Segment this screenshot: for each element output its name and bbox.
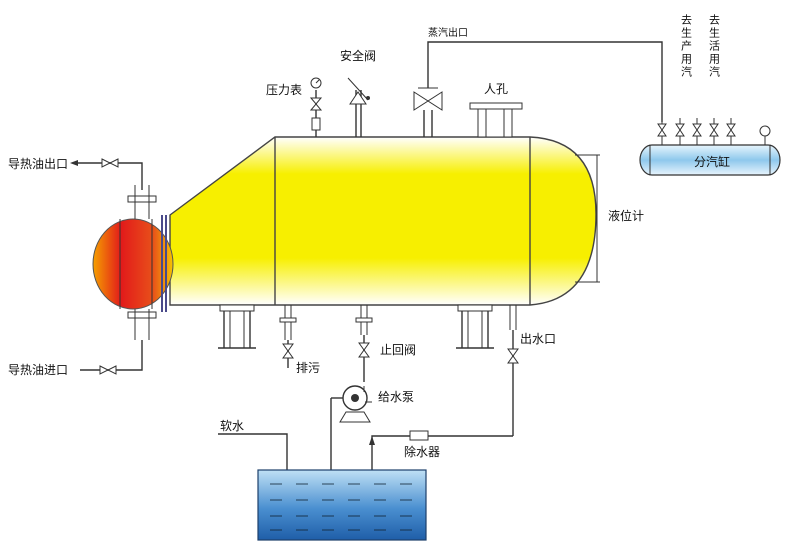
water-tank <box>257 469 427 541</box>
header-valve-3[interactable] <box>692 118 702 145</box>
oil-outlet-valve[interactable] <box>101 158 119 168</box>
feed-pump <box>331 385 372 423</box>
oil-inlet-valve[interactable] <box>99 365 117 375</box>
deaerator-unit <box>409 430 429 441</box>
boiler-vessel <box>169 136 597 306</box>
label-check-valve: 止回阀 <box>380 343 416 357</box>
water-outlet-valve[interactable] <box>507 348 519 364</box>
header-valve-4[interactable] <box>709 118 719 145</box>
drain-pipe <box>279 305 297 368</box>
oil-inlet-pipe <box>80 340 143 375</box>
support-left <box>218 304 256 349</box>
label-safety-valve: 安全阀 <box>340 48 376 63</box>
check-valve[interactable] <box>358 342 370 358</box>
label-deaerator: 除水器 <box>404 444 440 459</box>
label-level-gauge: 液位计 <box>608 208 644 223</box>
label-pressure-gauge: 压力表 <box>266 83 302 97</box>
label-manhole: 人孔 <box>484 82 508 96</box>
pressure-gauge <box>309 77 323 137</box>
label-water-outlet: 出水口 <box>520 332 556 346</box>
pressure-gauge-valve[interactable] <box>309 97 323 111</box>
label-soft-water: 软水 <box>220 419 244 433</box>
oil-heater-head <box>92 185 174 340</box>
oil-outlet-pipe <box>70 158 143 190</box>
steam-line <box>427 41 663 122</box>
label-steam-header: 分汽缸 <box>694 154 730 169</box>
header-valve-5[interactable] <box>726 118 736 145</box>
level-gauge <box>575 154 600 283</box>
label-oil-outlet: 导热油出口 <box>8 157 68 171</box>
safety-valve[interactable] <box>347 77 370 137</box>
label-production-steam: 去生产用汽 <box>680 14 693 79</box>
header-valve-2[interactable] <box>675 118 685 145</box>
manhole <box>469 102 523 138</box>
label-domestic-steam: 去生活用汽 <box>708 14 721 79</box>
label-drain: 排污 <box>296 361 320 375</box>
feed-water-line <box>355 305 373 382</box>
header-valves <box>657 118 771 145</box>
drain-valve[interactable] <box>282 343 294 359</box>
header-valve-1[interactable] <box>657 122 667 145</box>
label-feed-pump: 给水泵 <box>378 390 414 404</box>
label-steam-outlet: 蒸汽出口 <box>428 26 468 39</box>
label-oil-inlet: 导热油进口 <box>8 363 68 377</box>
steam-header <box>639 144 781 176</box>
support-right <box>456 304 494 349</box>
header-gauge <box>759 125 771 145</box>
steam-outlet-valve[interactable] <box>413 87 443 137</box>
